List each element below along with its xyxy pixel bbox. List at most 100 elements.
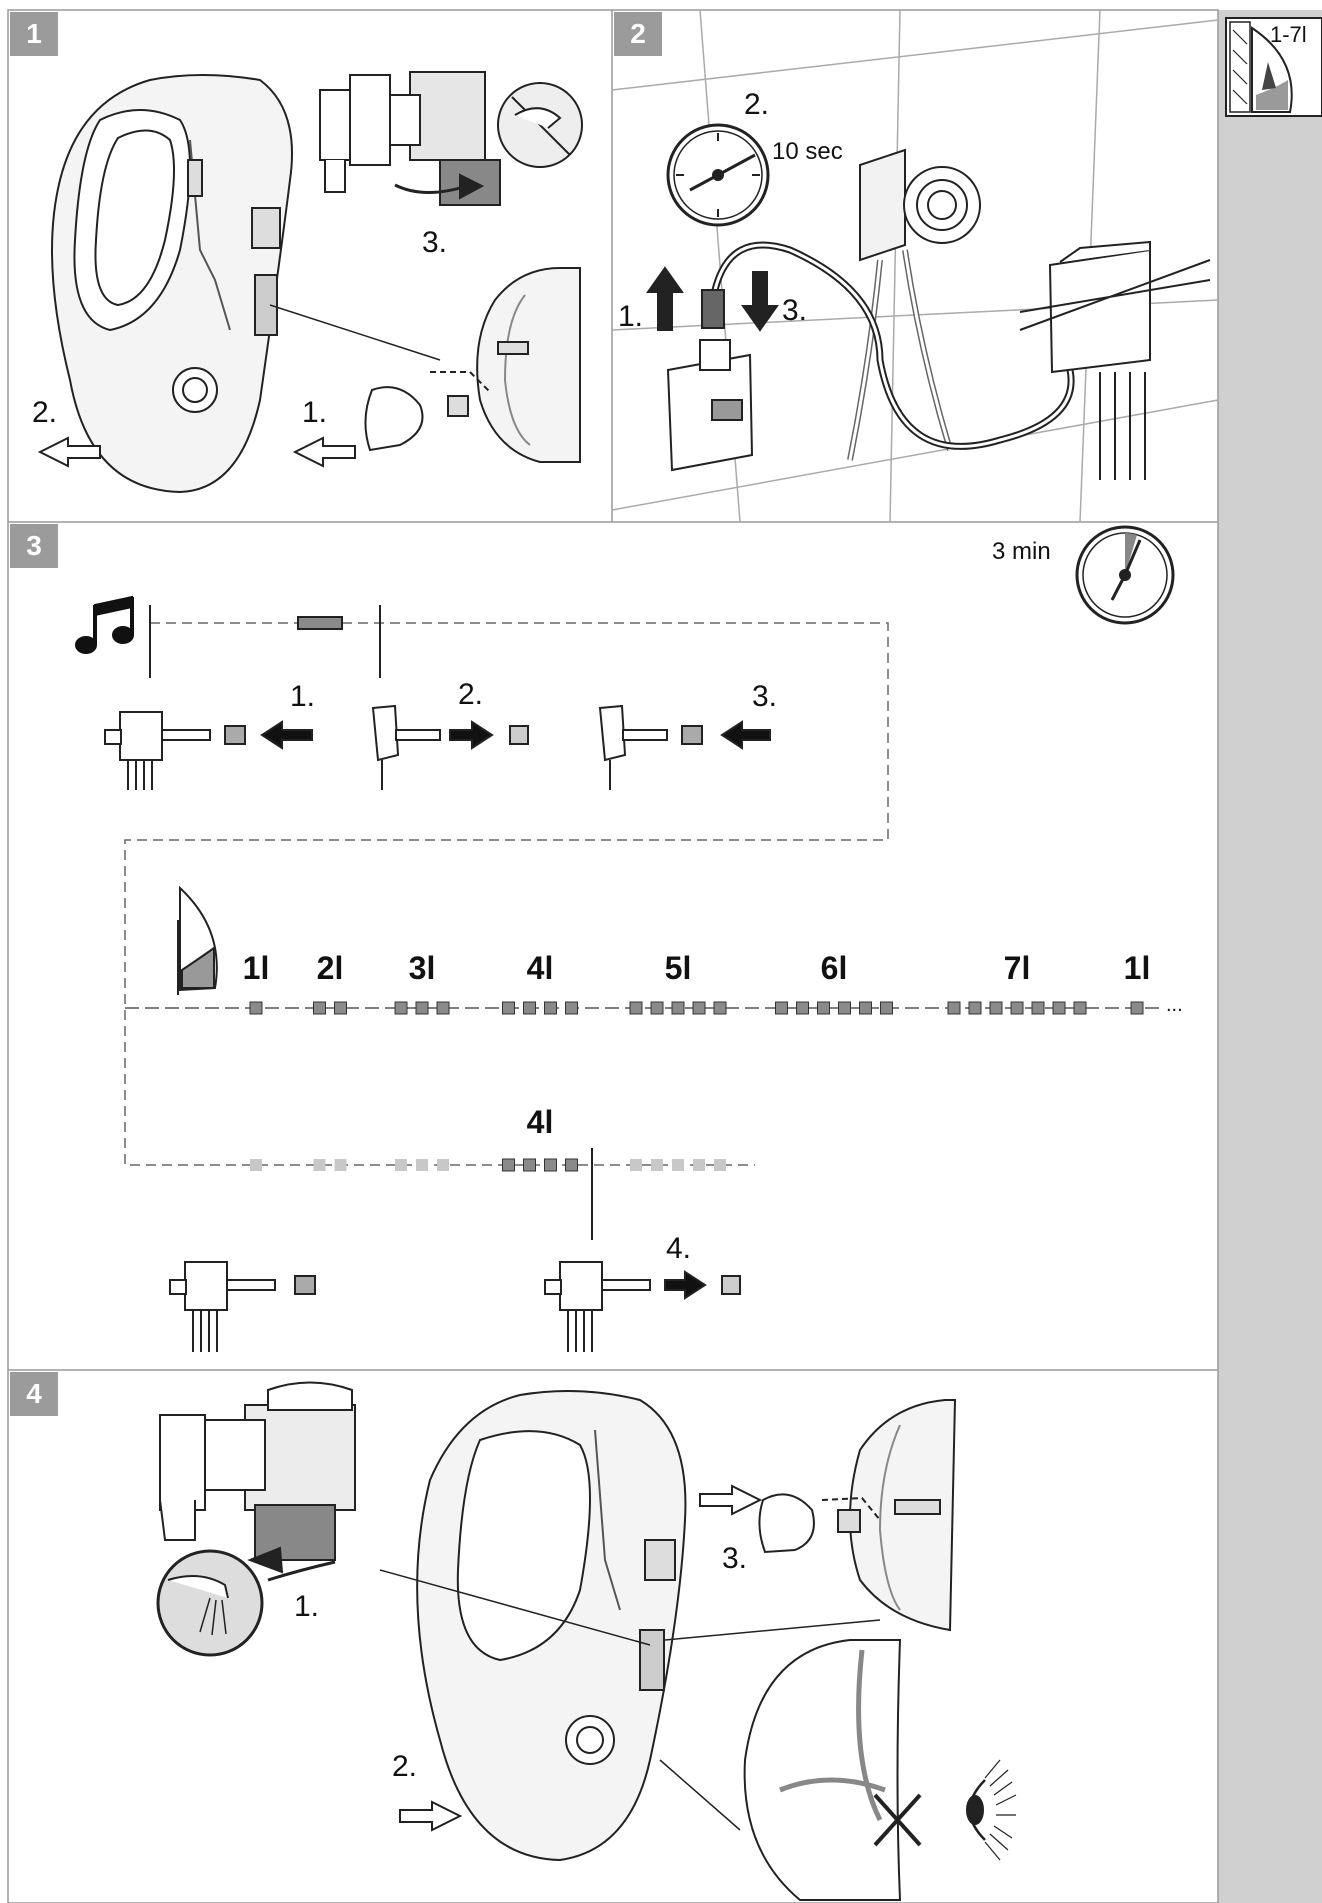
panel-3-step-1: 1. bbox=[290, 680, 316, 713]
volume-square-2l-1 bbox=[313, 1001, 326, 1015]
volume-label-2l: 2l bbox=[316, 950, 344, 986]
volume-square-2l-2 bbox=[334, 1001, 347, 1015]
selection-square-5-5 bbox=[714, 1159, 726, 1171]
panel-2-step-1: 1. bbox=[618, 300, 644, 333]
selection-square-4-2 bbox=[523, 1158, 536, 1172]
panel-3-step-4: 4. bbox=[666, 1232, 692, 1265]
volume-square-6l-4 bbox=[838, 1001, 851, 1015]
volume-square-5l-1 bbox=[629, 1001, 643, 1015]
panel-frames bbox=[7, 9, 1219, 1903]
selection-square-4-1 bbox=[502, 1158, 515, 1172]
volume-square-5l-5 bbox=[713, 1001, 727, 1015]
selection-square-4-4 bbox=[565, 1158, 578, 1172]
panel-3-step-2: 2. bbox=[458, 678, 484, 711]
volume-square-6l-3 bbox=[817, 1001, 830, 1015]
valve-assembly-2 bbox=[371, 704, 529, 790]
volume-square-7l-1 bbox=[947, 1001, 961, 1015]
volume-square-3l-3 bbox=[436, 1001, 450, 1015]
panel-2-badge: 2 bbox=[614, 12, 662, 56]
volume-square-7l-4 bbox=[1010, 1001, 1024, 1015]
volume-label-1l: 1l bbox=[242, 950, 270, 986]
panel-1-drawing bbox=[37, 71, 583, 494]
volume-label-6l: 6l bbox=[820, 950, 848, 986]
valve-assembly-3 bbox=[598, 704, 771, 790]
panel-4-drawing bbox=[156, 1381, 1017, 1901]
volume-label-4l: 4l bbox=[526, 950, 554, 986]
volume-square-6l-5 bbox=[859, 1001, 872, 1015]
selection-square-2-1 bbox=[313, 1159, 326, 1171]
panel-1-badge: 1 bbox=[10, 12, 58, 56]
valve-assembly-4 bbox=[169, 1261, 316, 1352]
volume-square-5l-3 bbox=[671, 1001, 685, 1015]
selection-square-5-3 bbox=[672, 1159, 684, 1171]
arrow-right-3 bbox=[699, 1484, 763, 1516]
eye-icon bbox=[966, 1759, 1017, 1861]
panel-4-step-1: 1. bbox=[294, 1590, 320, 1623]
volume-square-4l-2 bbox=[523, 1001, 536, 1015]
clock-10sec-icon bbox=[666, 123, 770, 227]
clock-3min-icon bbox=[1075, 525, 1175, 625]
sequence-ellipsis: ... bbox=[1166, 994, 1183, 1016]
selection-square-5-2 bbox=[651, 1159, 663, 1171]
panel-3-badge: 3 bbox=[10, 524, 58, 568]
panel-2-step-2: 2. bbox=[744, 88, 770, 121]
panel-3-timer: 3 min bbox=[992, 538, 1051, 565]
volume-label-7l: 7l bbox=[1003, 950, 1031, 986]
volume-square-7l-7 bbox=[1073, 1001, 1087, 1015]
valve-assembly-1 bbox=[104, 711, 313, 790]
volume-square-7l-5 bbox=[1031, 1001, 1045, 1015]
panel-4-step-2: 2. bbox=[392, 1750, 418, 1783]
arrow-left-1 bbox=[37, 436, 101, 468]
volume-square-6l-6 bbox=[880, 1001, 893, 1015]
volume-square-1l-1 bbox=[1130, 1001, 1144, 1015]
selection-square-3-3 bbox=[437, 1159, 449, 1171]
selected-volume-sequence bbox=[250, 1158, 726, 1172]
arrow-up-1 bbox=[646, 266, 684, 331]
panel-2-timer: 10 sec bbox=[772, 138, 843, 165]
volume-square-7l-2 bbox=[968, 1001, 982, 1015]
volume-square-4l-1 bbox=[502, 1001, 515, 1015]
volume-square-4l-4 bbox=[565, 1001, 578, 1015]
selection-square-5-1 bbox=[630, 1159, 642, 1171]
music-note-icon bbox=[75, 595, 134, 654]
volume-range-label: 1-7l bbox=[1270, 22, 1307, 47]
volume-square-5l-2 bbox=[650, 1001, 664, 1015]
selection-square-5-4 bbox=[693, 1159, 705, 1171]
volume-range-icon bbox=[1225, 17, 1322, 117]
panel-1-step-3: 3. bbox=[422, 226, 448, 259]
panel-2-step-3: 3. bbox=[782, 294, 808, 327]
volume-square-3l-1 bbox=[394, 1001, 408, 1015]
volume-label-5l: 5l bbox=[664, 950, 692, 986]
selected-volume-label: 4l bbox=[526, 1104, 554, 1140]
volume-square-7l-3 bbox=[989, 1001, 1003, 1015]
panel-3-drawing bbox=[75, 525, 1175, 1352]
volume-square-7l-6 bbox=[1052, 1001, 1066, 1015]
volume-square-6l-2 bbox=[796, 1001, 809, 1015]
selection-square-2-2 bbox=[334, 1159, 347, 1171]
volume-square-1l-1 bbox=[249, 1001, 263, 1015]
panel-4-badge: 4 bbox=[10, 1372, 58, 1416]
volume-square-4l-3 bbox=[544, 1001, 557, 1015]
panel-3-step-3: 3. bbox=[752, 680, 778, 713]
valve-assembly-5 bbox=[544, 1261, 741, 1352]
volume-square-6l-1 bbox=[775, 1001, 788, 1015]
panel-2-drawing bbox=[611, 9, 1219, 523]
volume-sequence bbox=[249, 1001, 1144, 1015]
volume-square-5l-4 bbox=[692, 1001, 706, 1015]
selection-square-3-1 bbox=[395, 1159, 407, 1171]
selection-square-1-1 bbox=[250, 1159, 262, 1171]
panel-4-step-3: 3. bbox=[722, 1542, 748, 1575]
volume-label-1l-repeat: 1l bbox=[1123, 950, 1151, 986]
arrow-left-2 bbox=[292, 436, 356, 468]
selection-square-3-2 bbox=[416, 1159, 428, 1171]
arrow-down-3 bbox=[741, 271, 779, 332]
panel-1-step-2: 2. bbox=[32, 396, 58, 429]
arrow-right-2 bbox=[399, 1800, 463, 1832]
selection-square-4-3 bbox=[544, 1158, 557, 1172]
volume-square-3l-2 bbox=[415, 1001, 429, 1015]
volume-label-3l: 3l bbox=[408, 950, 436, 986]
sidebar bbox=[1218, 10, 1322, 1903]
